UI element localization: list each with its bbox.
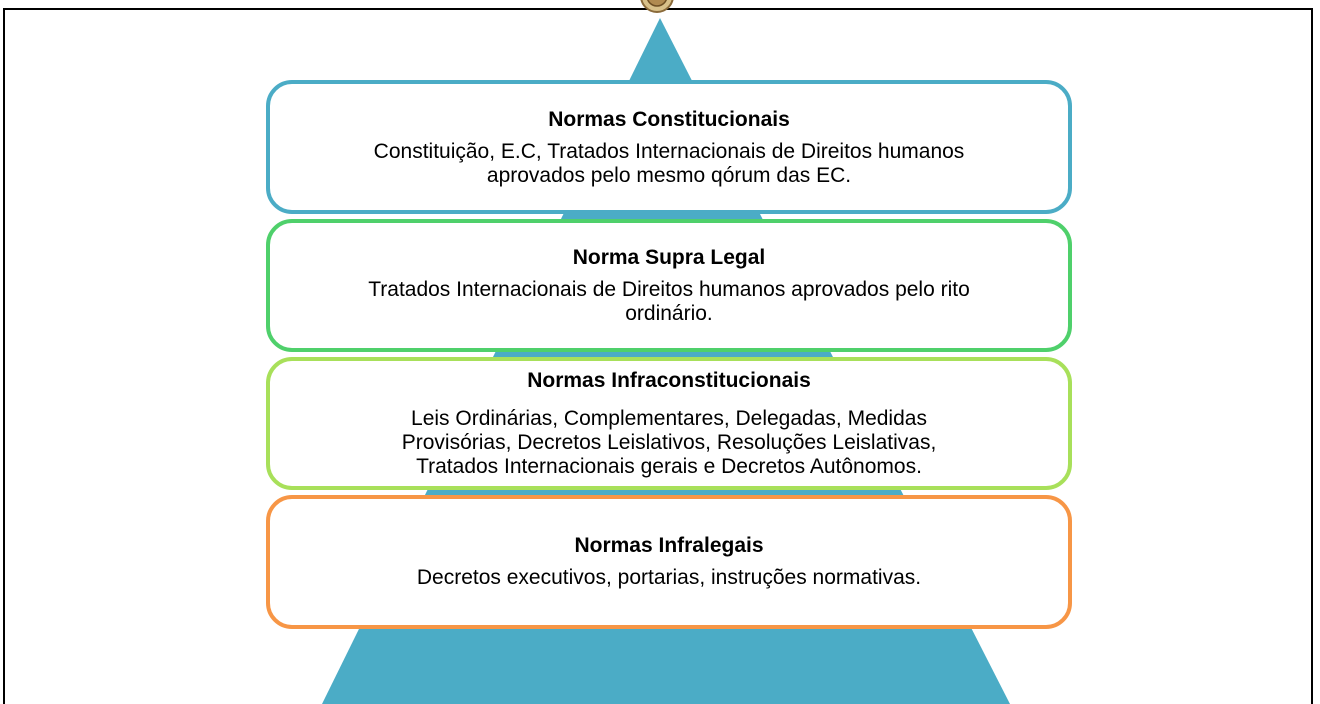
level-text-line: Leis Ordinárias, Complementares, Delegad… <box>411 407 927 430</box>
level-supra-legal: Norma Supra Legal Tratados Internacionai… <box>266 219 1072 352</box>
level-text-line: Constituição, E.C, Tratados Internaciona… <box>373 140 965 163</box>
level-title: Normas Infralegais <box>574 534 764 557</box>
level-title: Norma Supra Legal <box>572 245 766 269</box>
level-title: Normas Infraconstitucionais <box>527 369 811 392</box>
level-text-line: Tratados Internacionais gerais e Decreto… <box>416 455 922 478</box>
level-infraconstitucionais: Normas Infraconstitucionais Leis Ordinár… <box>266 357 1072 490</box>
level-text-line: Provisórias, Decretos Leislativos, Resol… <box>401 431 937 454</box>
level-text-line: Decretos executivos, portarias, instruçõ… <box>416 566 922 589</box>
level-text-line: Tratados Internacionais de Direitos huma… <box>368 277 970 301</box>
level-title: Normas Constitucionais <box>548 108 790 131</box>
seal-emblem-icon <box>640 0 674 13</box>
level-text-line: ordinário. <box>625 301 713 325</box>
level-infralegais: Normas Infralegais Decretos executivos, … <box>266 495 1072 629</box>
level-constitucionais: Normas Constitucionais Constituição, E.C… <box>266 80 1072 214</box>
level-text-line: aprovados pelo mesmo qórum das EC. <box>486 164 852 187</box>
